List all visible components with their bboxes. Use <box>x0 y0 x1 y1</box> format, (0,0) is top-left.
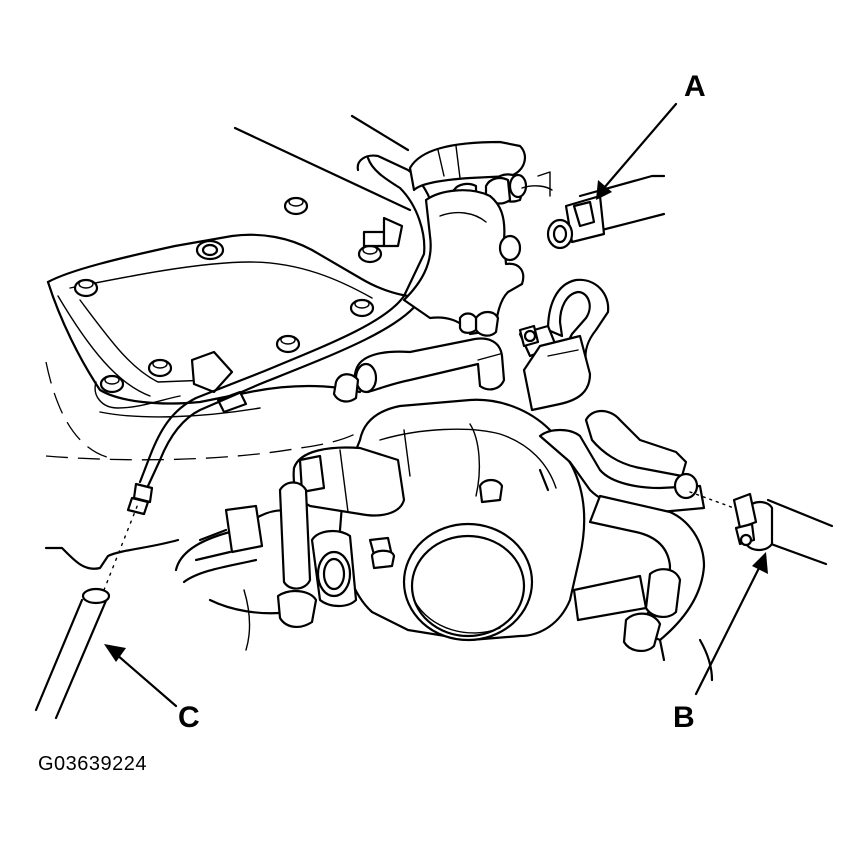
plenum-bolt <box>349 298 375 318</box>
callout-label-b: B <box>673 701 695 734</box>
hose-a <box>521 171 666 250</box>
plenum-bolt <box>73 278 99 298</box>
bypass-hose <box>332 310 506 403</box>
background-tubes <box>233 114 412 212</box>
plenum-bolt <box>275 334 301 354</box>
callout-label-a: A <box>684 70 706 103</box>
hard-line-tube <box>126 154 442 516</box>
plenum-bolt <box>357 244 383 264</box>
sensor-connector <box>518 278 610 412</box>
plenum-bolt <box>195 239 225 261</box>
hose-c <box>34 503 139 720</box>
plenum-bolt <box>99 374 125 394</box>
callout-arrow-c <box>104 644 178 708</box>
callout-arrow-a <box>596 102 678 200</box>
hose-b <box>689 491 834 566</box>
intake-plenum <box>45 196 442 461</box>
throttle-body <box>292 398 586 642</box>
figure-code: G03639224 <box>38 753 148 775</box>
callout-label-c: C <box>178 701 200 734</box>
lower-left-hoses <box>44 481 318 651</box>
plenum-bolt <box>147 358 173 378</box>
manifold-neck <box>402 189 525 336</box>
plenum-bolt <box>283 196 309 216</box>
callout-arrow-b <box>694 552 768 696</box>
right-side-hoses <box>538 409 714 682</box>
